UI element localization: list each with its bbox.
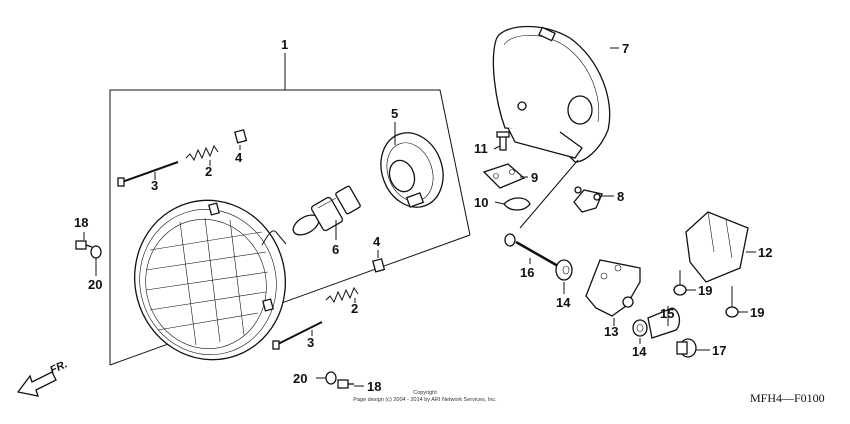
callout-20-left: 20 [88, 277, 102, 292]
callout-19-right: 19 [750, 305, 764, 320]
case-bolt[interactable] [496, 131, 510, 151]
callout-2-upper: 2 [205, 164, 212, 179]
callout-5: 5 [391, 106, 398, 121]
bulb-socket-cover[interactable] [371, 124, 453, 216]
headlight-case[interactable] [492, 25, 611, 163]
callout-10: 10 [474, 195, 488, 210]
callout-13: 13 [604, 324, 618, 339]
callout-9: 9 [531, 170, 538, 185]
copyright-notice: Copyright Page design (c) 2004 - 2014 by… [353, 390, 497, 403]
diagram-code: MFH4—F0100 [750, 391, 825, 405]
callout-7: 7 [622, 41, 629, 56]
callout-20-bottom: 20 [293, 371, 307, 386]
callout-labels: 1 4 2 3 5 6 4 2 3 7 11 9 10 8 12 16 14 1… [74, 37, 772, 394]
copyright-line-2: Page design (c) 2004 - 2014 by ARI Netwo… [353, 397, 497, 403]
bolt-left[interactable] [75, 240, 93, 250]
callout-12: 12 [758, 245, 772, 260]
headlight-unit[interactable] [117, 183, 303, 376]
flange-nut-left[interactable] [673, 284, 687, 296]
wire-bracket[interactable] [573, 186, 603, 213]
callout-2-lower: 2 [351, 301, 358, 316]
spring-lower[interactable] [325, 286, 359, 304]
adjust-screw-lower[interactable] [272, 321, 323, 350]
copyright-line-1: Copyright [413, 390, 437, 396]
front-arrow-icon [16, 371, 57, 397]
bolt-bottom[interactable] [337, 379, 354, 389]
callout-14-lower: 14 [632, 344, 647, 359]
headlight-bulb[interactable] [290, 185, 361, 239]
callout-4-upper: 4 [235, 150, 243, 165]
collar-upper[interactable] [555, 259, 573, 281]
callout-18-left: 18 [74, 215, 88, 230]
cap-nut[interactable] [676, 338, 697, 358]
adjust-screw-upper[interactable] [117, 161, 179, 187]
callout-16: 16 [520, 265, 534, 280]
washer-left[interactable] [90, 245, 102, 259]
stay-cover[interactable] [685, 211, 749, 283]
washer-bottom[interactable] [325, 371, 337, 385]
callout-4-lower: 4 [373, 234, 381, 249]
callout-3-lower: 3 [307, 335, 314, 350]
collar-lower[interactable] [632, 319, 648, 337]
adjust-nut-upper[interactable] [234, 129, 248, 144]
callout-17: 17 [712, 343, 726, 358]
callout-15: 15 [660, 306, 674, 321]
callout-6: 6 [332, 242, 339, 257]
wire-clip[interactable] [503, 197, 531, 211]
callout-19-left: 19 [698, 283, 712, 298]
callout-1: 1 [281, 37, 288, 52]
callout-11: 11 [474, 141, 488, 156]
mounting-bolt-long[interactable] [504, 233, 559, 268]
callout-18-bottom: 18 [367, 379, 381, 394]
callout-3-upper: 3 [151, 178, 158, 193]
flange-nut-right[interactable] [725, 306, 739, 318]
adjust-nut-lower[interactable] [372, 258, 386, 273]
callout-14-upper: 14 [556, 295, 571, 310]
leader-lines [83, 47, 756, 387]
spring-upper[interactable] [185, 144, 219, 162]
lens-pattern [145, 217, 269, 346]
spacer[interactable] [647, 307, 681, 339]
front-direction-indicator: FR. [16, 358, 69, 397]
headlight-stay[interactable] [585, 259, 641, 317]
callout-8: 8 [617, 189, 624, 204]
mounting-bracket-plate[interactable] [482, 163, 526, 189]
direction-label: FR. [48, 358, 69, 376]
